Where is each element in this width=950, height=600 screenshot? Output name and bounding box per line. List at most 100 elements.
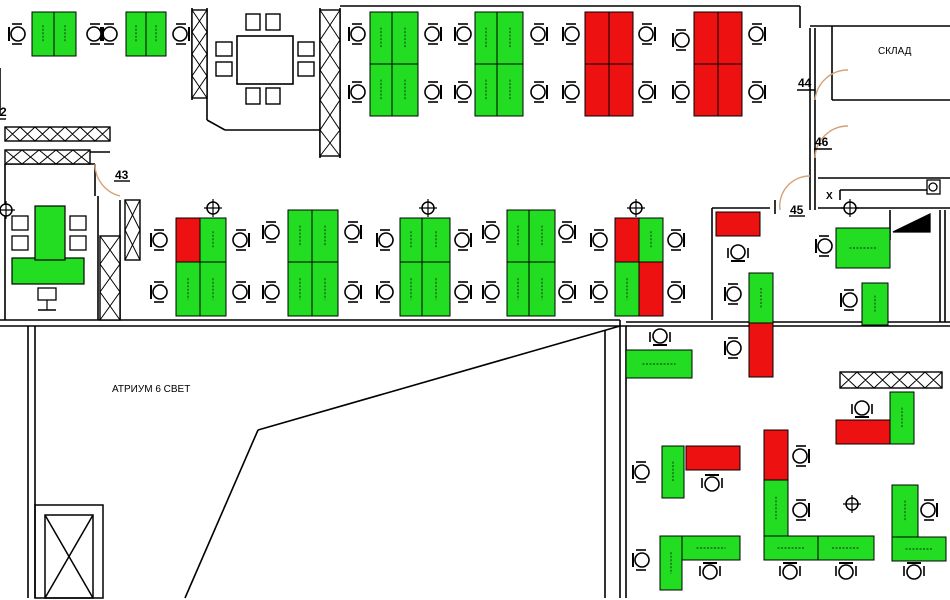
office-chair: [851, 400, 873, 418]
desk-occupied: [763, 535, 819, 561]
desk-free: [715, 211, 761, 237]
ceiling-point: [203, 198, 223, 218]
desk-name-marks: [42, 25, 933, 574]
office-chair: [748, 23, 766, 45]
chair-layer: [8, 23, 938, 580]
office-chair: [424, 81, 442, 103]
office-chair: [632, 461, 650, 483]
office-chair: [632, 549, 650, 571]
office-chair: [638, 23, 656, 45]
label-sklad: СКЛАД: [878, 46, 912, 57]
label-room-46: 46: [815, 135, 829, 149]
label-edge-number: 2: [0, 105, 7, 119]
office-chair: [424, 23, 442, 45]
office-chair: [667, 229, 685, 251]
office-chair: [558, 221, 576, 243]
desk-free: [835, 419, 893, 445]
desk-free: [693, 63, 719, 117]
atrium-outline: [184, 325, 621, 599]
office-chair: [376, 281, 394, 303]
office-chair: [262, 281, 280, 303]
desk-occupied: [311, 209, 339, 263]
office-chair: [482, 221, 500, 243]
office-chair: [562, 81, 580, 103]
desk-occupied: [391, 11, 419, 65]
office-chair: [454, 23, 472, 45]
desk-free: [614, 217, 640, 263]
desk-free: [763, 429, 789, 481]
office-chair: [724, 283, 742, 305]
label-x: X: [826, 191, 833, 202]
desk-free: [638, 261, 664, 317]
office-chair: [792, 499, 810, 521]
desk-occupied: [369, 63, 393, 117]
office-chair: [792, 445, 810, 467]
office-chair: [482, 281, 500, 303]
office-chair: [348, 81, 366, 103]
desk-occupied: [391, 63, 419, 117]
desk-layer: [31, 11, 947, 591]
office-chair: [779, 562, 801, 580]
office-chair: [920, 499, 938, 521]
office-chair: [454, 281, 472, 303]
desk-occupied: [625, 349, 693, 379]
desk-occupied: [474, 63, 498, 117]
office-chair: [699, 562, 721, 580]
office-chair: [348, 23, 366, 45]
strip-hatching: [4, 9, 943, 389]
label-room-44: 44: [798, 76, 812, 90]
desk-occupied: [528, 209, 556, 263]
desk-occupied: [287, 209, 313, 263]
office-chair: [8, 23, 26, 45]
office-chair: [903, 562, 925, 580]
office-chair: [667, 281, 685, 303]
service-room: [892, 179, 941, 233]
label-room-45: 45: [790, 203, 804, 217]
ceiling-point: [418, 198, 438, 218]
ceiling-point: [842, 494, 862, 514]
office-chair: [262, 221, 280, 243]
office-chair: [590, 281, 608, 303]
desk-occupied: [748, 272, 774, 324]
office-chair: [638, 81, 656, 103]
desk-occupied: [496, 63, 524, 117]
ceiling-point: [840, 198, 860, 218]
office-chair: [748, 81, 766, 103]
office-chair: [590, 229, 608, 251]
office-chair: [815, 235, 833, 257]
doors: [94, 69, 849, 211]
desk-free: [717, 63, 743, 117]
office-chair: [724, 337, 742, 359]
desk-occupied: [369, 11, 393, 65]
desk-free: [685, 445, 741, 471]
desk: [34, 205, 66, 261]
desk-free: [748, 322, 774, 378]
desk-occupied: [506, 209, 530, 263]
desk-occupied: [661, 445, 685, 499]
office-chair: [344, 281, 362, 303]
office-chair: [150, 229, 168, 251]
label-atrium: АТРИУМ 6 СВЕТ: [112, 384, 190, 395]
office-chair: [150, 281, 168, 303]
desk-occupied: [199, 217, 227, 263]
desk-occupied: [891, 484, 919, 538]
desk-free: [175, 217, 201, 263]
desk-free: [584, 11, 610, 65]
desk-free: [717, 11, 743, 65]
labels: СКЛАД АТРИУМ 6 СВЕТ 43 44 46 45 X 2: [0, 46, 912, 395]
elevator-shaft: [34, 504, 104, 599]
director-office: [11, 205, 87, 311]
office-chair: [530, 81, 548, 103]
office-chair: [454, 229, 472, 251]
office-chair: [562, 23, 580, 45]
office-chair: [530, 23, 548, 45]
office-chair: [232, 281, 250, 303]
desk-occupied: [474, 11, 498, 65]
office-chair: [558, 281, 576, 303]
desk-occupied: [835, 227, 891, 269]
desk-occupied: [891, 536, 947, 562]
label-room-43: 43: [115, 168, 129, 182]
ceiling-point: [626, 198, 646, 218]
desk-occupied: [889, 391, 915, 445]
